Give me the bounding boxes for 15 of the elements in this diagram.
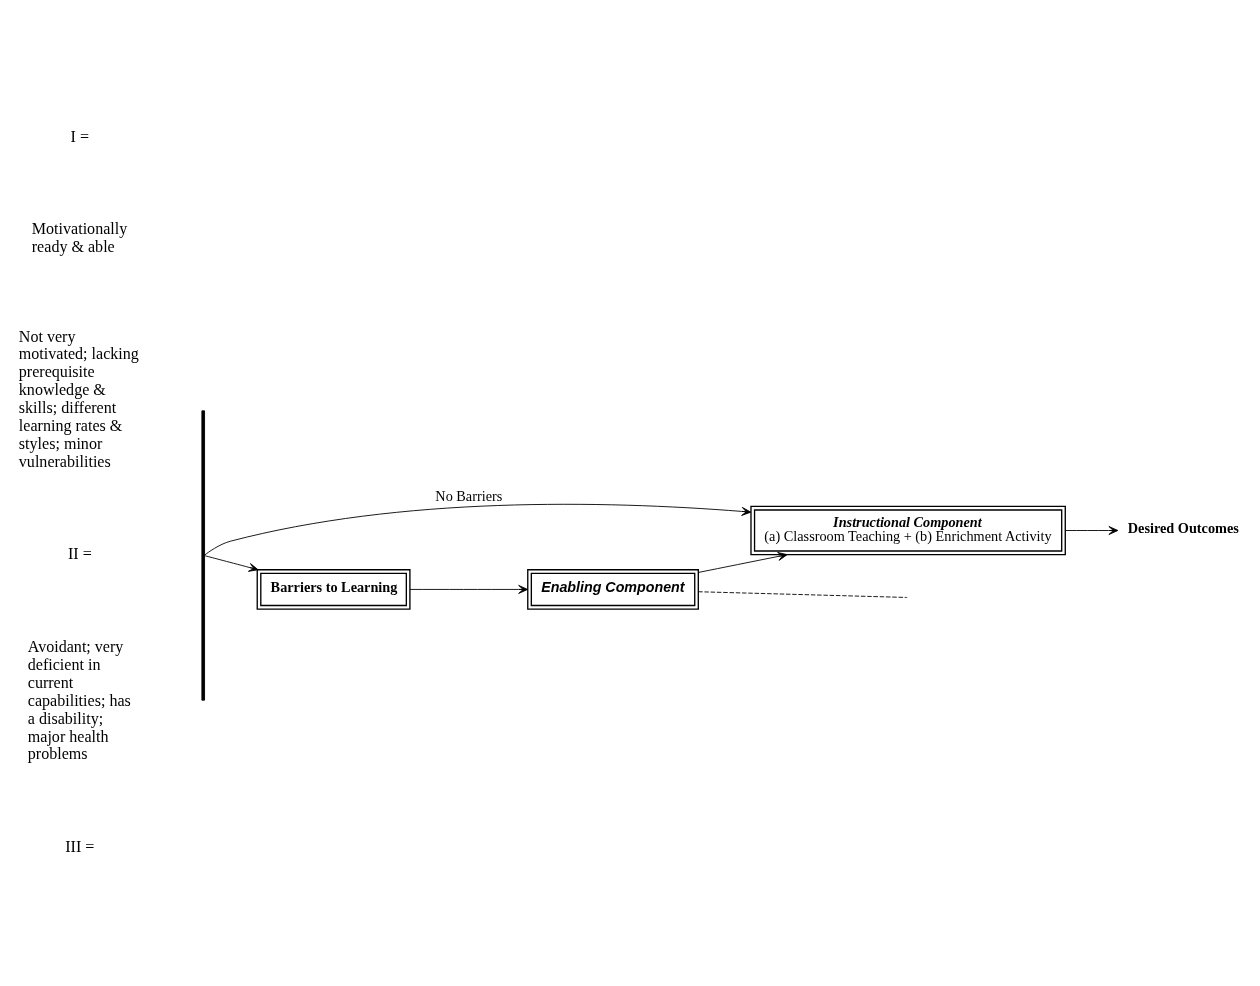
node-bar [201,410,205,701]
connector [697,591,908,598]
node-text: Desired Outcomes [1127,520,1239,536]
label: Avoidant; very deficient in current capabilities; has a disability; major health problems [27,638,131,763]
label: III = [65,838,95,856]
label: I = [70,127,90,145]
arrow [204,555,259,572]
arrow [697,552,788,573]
arrow [1065,526,1119,535]
arrow [409,584,529,594]
label: II = [67,545,92,563]
label: Motivationally ready & able [31,220,128,256]
label: Not very motivated; lacking prerequisite knowledge & skills; different learning rates & styles; minor vulnerabilities [18,327,139,470]
arrow [204,503,752,556]
edge-label: No Barriers [435,487,503,504]
